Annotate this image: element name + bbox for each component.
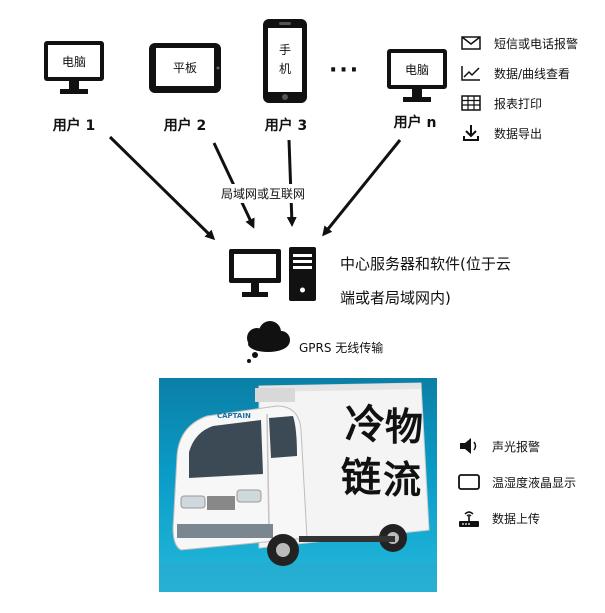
network-label: 局域网或互联网 bbox=[218, 184, 309, 203]
truck-text-3: 链 bbox=[341, 455, 381, 501]
truck-brand-text: CAPTAIN bbox=[217, 412, 251, 420]
envelope-icon bbox=[460, 34, 482, 52]
table-icon bbox=[460, 94, 482, 112]
router-icon bbox=[458, 509, 480, 527]
gprs-label: GPRS 无线传输 bbox=[299, 341, 384, 355]
server-description: 中心服务器和软件(位于云 端或者局域网内) bbox=[340, 247, 550, 315]
feature-data-view: 数据/曲线查看 bbox=[460, 58, 578, 88]
truck-text-4: 流 bbox=[383, 458, 421, 502]
desktop-computer-icon bbox=[229, 247, 316, 301]
truck-text-1: 冷 bbox=[345, 402, 385, 448]
download-icon bbox=[460, 124, 482, 142]
feature-data-upload: 数据上传 bbox=[458, 500, 576, 536]
user-n-label: 用户 n bbox=[393, 115, 437, 131]
bottom-feature-list: 声光报警 温湿度液晶显示 数据上传 bbox=[458, 428, 576, 536]
cloud-icon bbox=[242, 320, 292, 364]
server-label-line2: 端或者局域网内) bbox=[340, 289, 451, 307]
device-screen-text: 电脑 bbox=[405, 63, 429, 77]
device-screen-text: 平板 bbox=[173, 61, 197, 75]
refrigerated-truck-image: CAPTAIN 冷 物 链 流 bbox=[159, 378, 437, 592]
arrow-user-n bbox=[322, 139, 402, 237]
arrow-user-3 bbox=[286, 139, 297, 227]
user-3-label: 用户 3 bbox=[264, 118, 308, 134]
feature-label: 温湿度液晶显示 bbox=[492, 475, 577, 490]
monitor-icon: 电脑 bbox=[387, 49, 447, 102]
device-screen-text-line1: 手 bbox=[279, 43, 291, 57]
user-3-phone: 手 机 手机 bbox=[262, 18, 308, 104]
user-1-label: 用户 1 bbox=[52, 118, 96, 134]
phone-icon: 手 机 bbox=[263, 19, 307, 103]
more-users-ellipsis: ··· bbox=[329, 58, 361, 83]
line-chart-icon bbox=[460, 64, 482, 82]
feature-data-export: 数据导出 bbox=[460, 118, 578, 148]
arrow-user-1 bbox=[108, 135, 216, 241]
feature-label: 短信或电话报警 bbox=[494, 36, 579, 51]
speaker-icon bbox=[458, 437, 480, 455]
truck-illustration: CAPTAIN 冷 物 链 流 bbox=[159, 382, 437, 592]
user-2-tablet: 平板 bbox=[148, 42, 222, 94]
feature-label: 数据导出 bbox=[494, 126, 543, 141]
user-1-computer: 电脑 bbox=[43, 40, 105, 96]
user-n-computer: 电脑 bbox=[386, 48, 448, 104]
feature-label: 数据上传 bbox=[492, 511, 541, 526]
device-screen-text-line2: 机 bbox=[279, 62, 291, 76]
top-feature-list: 短信或电话报警 数据/曲线查看 报表打印 数据导出 bbox=[460, 28, 578, 148]
device-screen-text: 电脑 bbox=[62, 55, 86, 69]
feature-report-print: 报表打印 bbox=[460, 88, 578, 118]
feature-lcd-display: 温湿度液晶显示 bbox=[458, 464, 576, 500]
feature-label: 声光报警 bbox=[492, 439, 541, 454]
server-label-line1: 中心服务器和软件(位于云 bbox=[340, 255, 511, 273]
truck-text-2: 物 bbox=[385, 405, 423, 449]
feature-sms-alarm: 短信或电话报警 bbox=[460, 28, 578, 58]
feature-label: 报表打印 bbox=[494, 96, 543, 111]
feature-sound-light-alarm: 声光报警 bbox=[458, 428, 576, 464]
user-2-label: 用户 2 bbox=[163, 118, 207, 134]
feature-label: 数据/曲线查看 bbox=[494, 66, 571, 81]
lcd-display-icon bbox=[458, 473, 480, 491]
tablet-icon: 平板 bbox=[149, 43, 221, 93]
monitor-icon: 电脑 bbox=[44, 41, 104, 94]
central-server bbox=[228, 246, 320, 304]
